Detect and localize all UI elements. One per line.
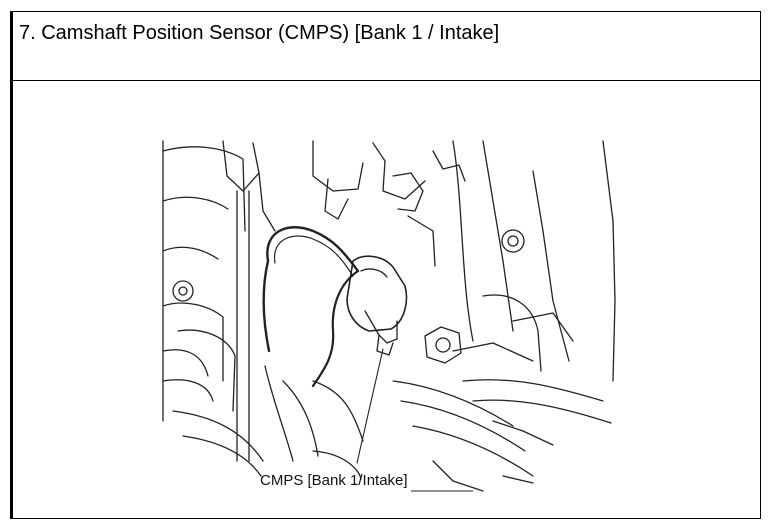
engine-illustration: CMPS [Bank 1/Intake]	[13, 81, 760, 518]
document-frame: 7. Camshaft Position Sensor (CMPS) [Bank…	[10, 11, 761, 519]
engine-line-drawing: CMPS [Bank 1/Intake]	[162, 140, 616, 492]
section-title: 7. Camshaft Position Sensor (CMPS) [Bank…	[13, 12, 760, 81]
cmps-callout-label: CMPS [Bank 1/Intake]	[260, 472, 408, 489]
